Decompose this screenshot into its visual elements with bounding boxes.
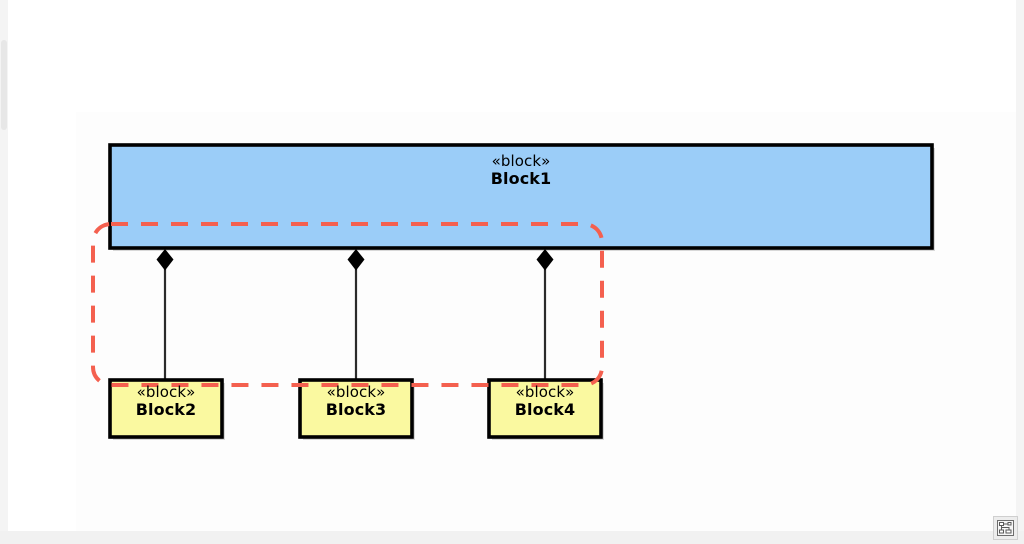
node-block2[interactable] <box>108 378 225 440</box>
composition-diamond-block4[interactable] <box>536 249 554 271</box>
right-scrollbar-gutter[interactable] <box>1016 0 1024 531</box>
left-scrollbar-thumb[interactable] <box>1 40 7 130</box>
composition-diamond-block3[interactable] <box>347 249 365 271</box>
node-block1-body[interactable] <box>108 143 934 250</box>
node-block4[interactable] <box>487 378 604 440</box>
node-block3[interactable] <box>298 378 415 440</box>
node-block2-body[interactable] <box>108 378 224 439</box>
node-block3-body[interactable] <box>298 378 414 439</box>
diagram-outline-icon <box>997 520 1014 536</box>
composition-diamond-group <box>156 249 554 271</box>
outline-toggle-button[interactable] <box>993 516 1018 540</box>
left-scrollbar-gutter[interactable] <box>0 0 8 531</box>
composition-diamond-block2[interactable] <box>156 249 174 271</box>
node-block4-body[interactable] <box>487 378 603 439</box>
status-strip <box>0 531 1024 544</box>
node-block1[interactable] <box>108 143 935 251</box>
